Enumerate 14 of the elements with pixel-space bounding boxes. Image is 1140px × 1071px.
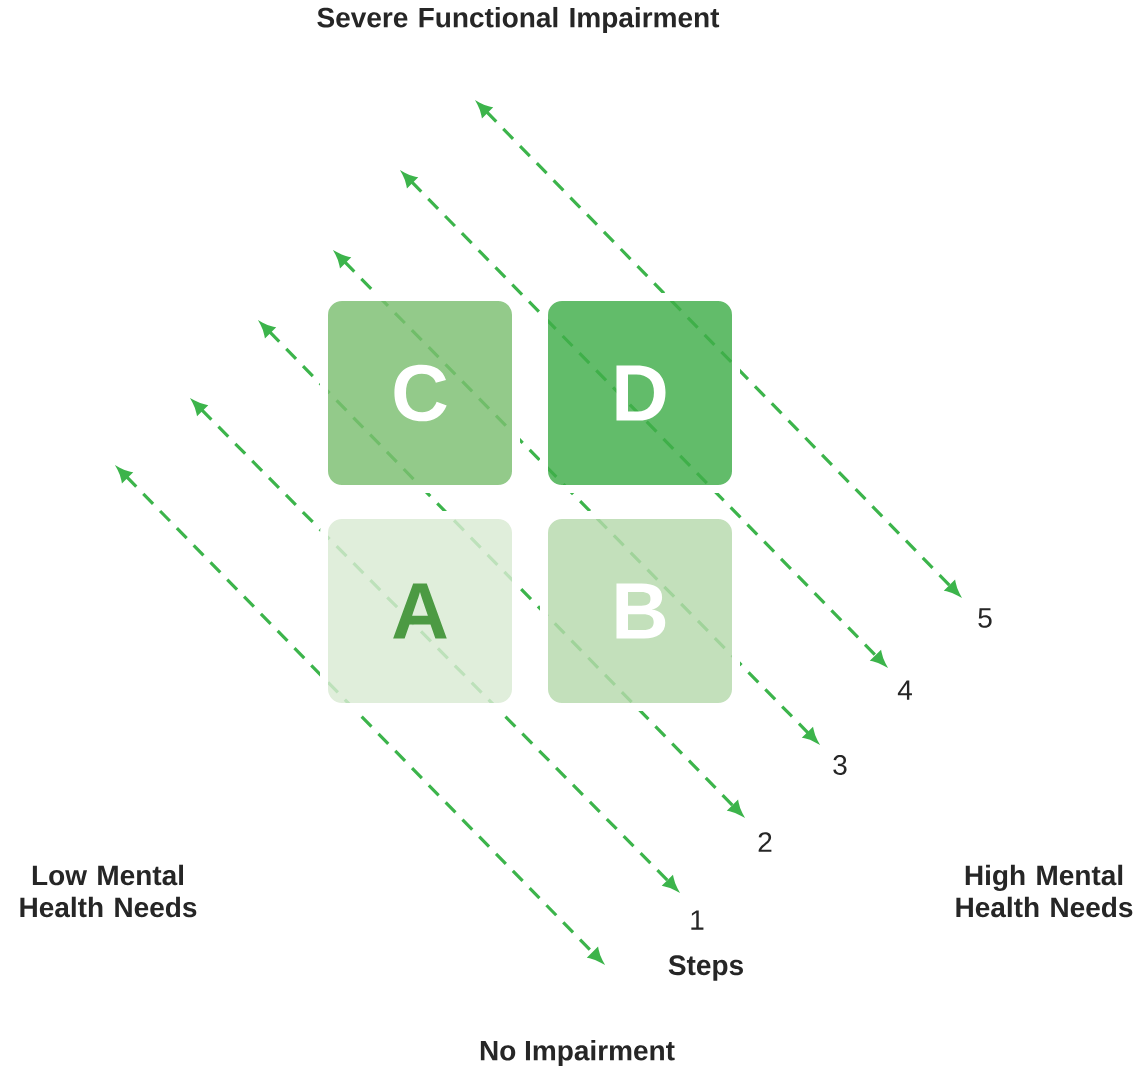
- axis-label: Severe Functional Impairment: [317, 6, 720, 34]
- step-number: 3: [833, 755, 847, 775]
- letter-box: A: [320, 511, 520, 711]
- axis-label: No Impairment: [480, 1039, 675, 1067]
- step-number: 5: [978, 608, 992, 628]
- axis-label: High Mental Health Needs: [956, 864, 1133, 918]
- letter-box: D: [540, 293, 740, 493]
- step-number: 4: [897, 680, 912, 700]
- axis-label: Steps: [668, 955, 743, 981]
- step-number: 2: [758, 832, 772, 852]
- letter-box: C: [320, 293, 520, 493]
- axis-label: Low Mental Health Needs: [20, 864, 197, 918]
- letter-box: B: [540, 511, 740, 711]
- step-number: 1: [691, 910, 704, 930]
